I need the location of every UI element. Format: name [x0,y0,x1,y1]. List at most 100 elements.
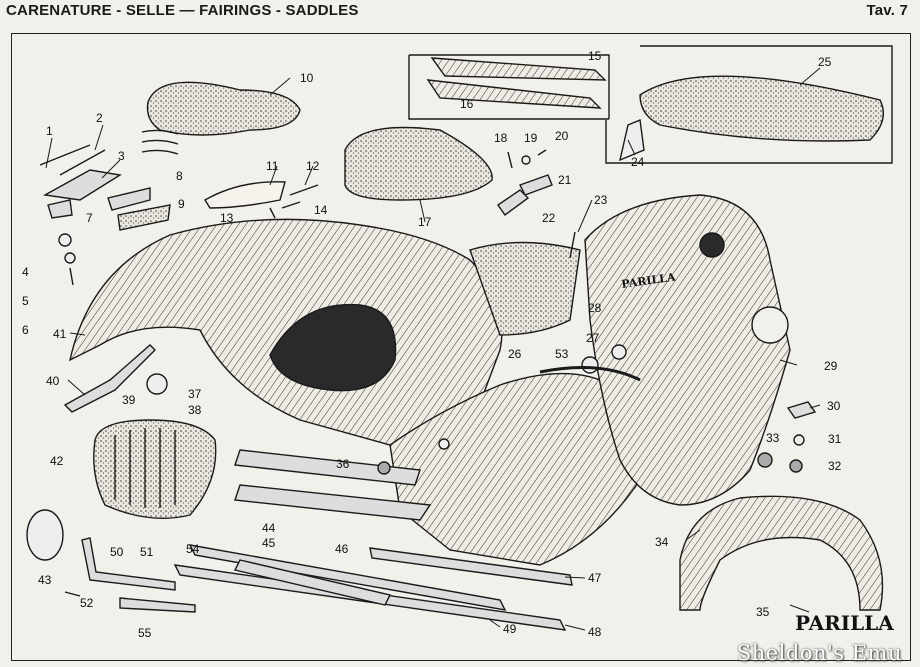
screw-13 [269,207,276,219]
part-label: 11 [266,159,279,173]
part-label: 16 [460,97,474,111]
part-label: 51 [140,545,154,559]
part-label: 29 [824,359,838,373]
part-label: 36 [336,457,350,471]
floor-shield [389,372,641,566]
part-label: 41 [53,327,67,341]
saddle-17 [344,126,493,201]
part-label: 25 [818,55,832,69]
part-label: 13 [220,211,234,225]
part-label: 10 [300,71,314,85]
bolt-1 [39,144,91,166]
washer-31-left [438,438,450,450]
part-label: 52 [80,596,94,610]
part-label: 12 [306,159,320,173]
long-saddle-25 [639,75,884,142]
fairing-strip-16 [426,79,602,109]
part-label: 44 [262,521,276,535]
part-label: 45 [262,536,276,550]
part-label: 49 [503,622,517,636]
part-label: 54 [186,542,200,556]
part-label: 17 [418,215,432,229]
part-label: 50 [110,545,124,559]
diagram-frame [11,33,911,661]
bracket-8 [107,187,151,211]
grommet-39 [146,373,168,395]
part-label: 28 [588,301,602,315]
screw-52 [64,591,81,597]
plate-title: CARENATURE - SELLE — FAIRINGS - SADDLES [6,2,359,19]
bolt-12 [289,184,319,196]
part-label: 19 [524,131,538,145]
part-label: 7 [86,211,93,225]
washer-31-right [793,434,805,446]
plate-11 [204,181,286,209]
rubber-33 [757,452,773,468]
saddle-bracket-24 [619,119,645,162]
grommet-27 [581,356,599,374]
bolt-14 [281,201,301,209]
part-label: 48 [588,625,602,639]
panel-26 [469,241,581,336]
leg-shield-29 [584,194,791,506]
part-label: 40 [46,374,60,388]
mudguard-34 [679,495,884,611]
strip-53 [539,366,641,382]
plate-9 [117,204,171,231]
bar-50-51 [81,537,176,591]
part-label: 4 [22,265,29,279]
bolt-2 [59,149,106,176]
nut-4 [58,233,72,247]
board-36 [234,484,432,521]
grommet-28 [611,344,627,360]
plate-number: Tav. 7 [866,2,908,19]
screw-6 [69,267,74,286]
bracket-22 [497,189,530,216]
footboard-49 [233,559,392,606]
footboard-rail-54 [188,544,507,611]
footboard-rail-47 [369,547,573,586]
part-label: 46 [335,542,349,556]
nut-32-left [377,461,391,475]
part-label: 27 [586,331,600,345]
washer-5 [64,252,76,264]
saddle-spring [141,129,179,155]
side-cover-42 [93,419,217,519]
bolt-55 [119,597,196,613]
part-label: 15 [588,49,602,63]
part-label: 14 [314,203,328,217]
part-label: 3 [118,149,125,163]
part-label: 53 [555,347,569,361]
part-label: 20 [555,129,569,143]
bracket-21 [519,174,553,196]
knob-30 [786,401,817,419]
part-label: 8 [176,169,183,183]
board-37-38 [234,449,421,486]
part-label: 21 [558,173,572,187]
bracket-3 [42,169,122,201]
part-label: 18 [494,131,508,145]
inset-box-25 [605,45,893,164]
inset-box-15-16 [409,54,610,119]
part-label: 9 [178,197,185,211]
part-label: 26 [508,347,522,361]
watermark: Sheldon's Emu [736,641,902,665]
part-label: 2 [96,111,103,125]
part-label: 43 [38,573,52,587]
part-label: 33 [766,431,780,445]
part-label: 47 [588,571,602,585]
part-label: 37 [188,387,202,401]
part-label: 38 [188,403,202,417]
part-label: 24 [631,155,645,169]
part-label: 35 [756,605,770,619]
part-label: 34 [655,535,669,549]
part-label: 1 [46,124,53,138]
nut-32-right [789,459,803,473]
bracket-7 [47,199,73,219]
clip-43 [26,509,64,561]
fairing-window [269,303,397,392]
part-label: 55 [138,626,152,640]
saddle-10 [146,81,301,136]
part-label: 42 [50,454,64,468]
